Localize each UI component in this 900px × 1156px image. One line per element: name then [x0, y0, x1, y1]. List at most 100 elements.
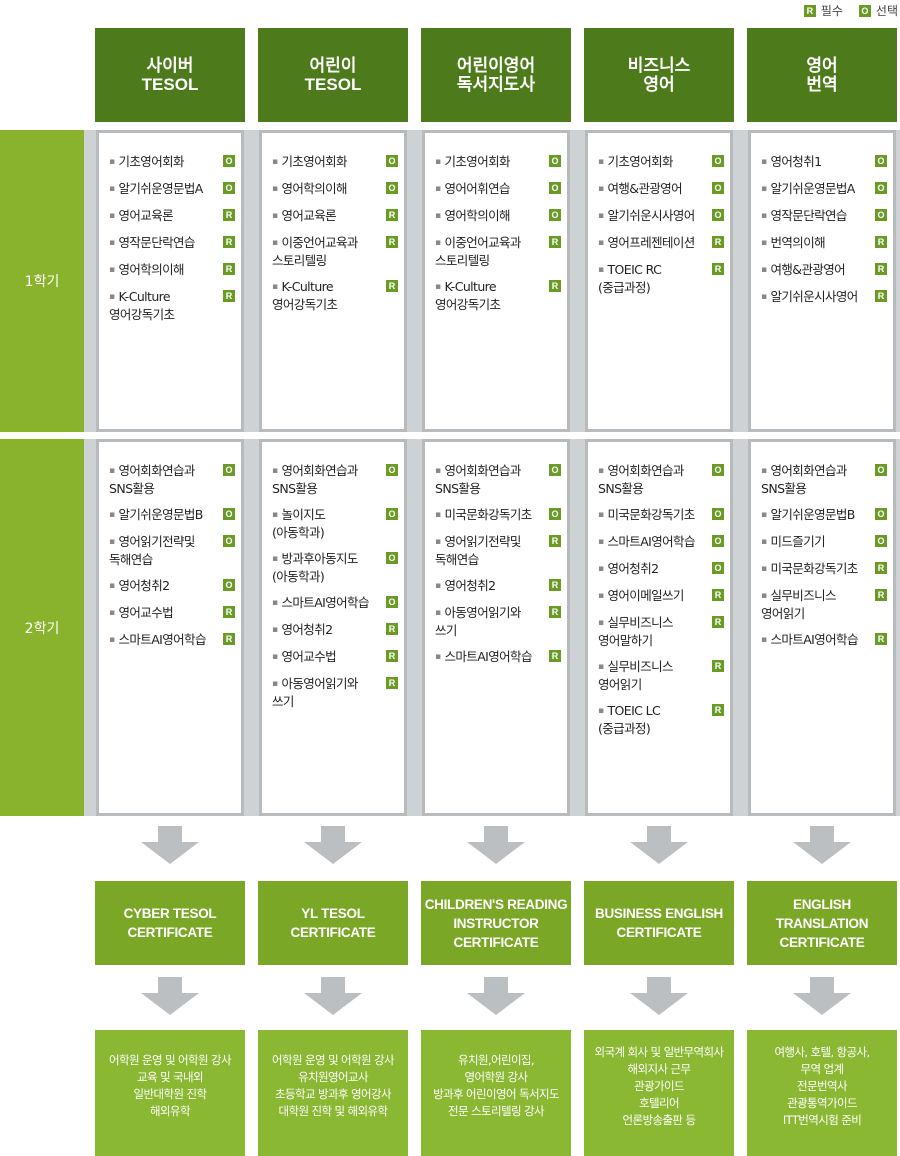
- semester1-course-list: 기초영어회화O영어어휘연습O영어학의이해O이중언어교육과 스토리텔링RK-Cul…: [422, 130, 570, 432]
- required-badge: R: [712, 660, 724, 672]
- career-text: 어학원 운영 및 어학원 강사 유치원영어교사 초등학교 방과후 영어강사 대학…: [271, 1053, 395, 1118]
- required-badge: R: [386, 236, 398, 248]
- course-name: 여행&관광영어: [761, 261, 873, 279]
- course-name: 영어프레젠테이션: [598, 234, 710, 252]
- required-badge: R: [223, 236, 235, 248]
- semester1-label: 1학기: [0, 130, 84, 432]
- required-badge: R: [549, 236, 561, 248]
- semester2-course-list: 영어회화연습과 SNS활용O미국문화강독기초O스마트AI영어학습O영어청취2O영…: [585, 439, 733, 816]
- certificate-box: BUSINESS ENGLISH CERTIFICATE: [584, 881, 734, 965]
- course-name: 영작문단락연습: [109, 234, 221, 252]
- course-name: 미드즐기기: [761, 533, 873, 551]
- course-name: 기초영어회화: [109, 153, 221, 171]
- course-name: 알기쉬운영문법A: [761, 180, 873, 198]
- required-badge: R: [386, 623, 398, 635]
- optional-badge: O: [386, 596, 398, 608]
- course-name: 실무비즈니스 영어말하기: [598, 614, 710, 649]
- optional-badge: O: [875, 182, 887, 194]
- optional-badge: O: [223, 464, 235, 476]
- track-header: 어린이영어 독서지도사: [421, 28, 571, 122]
- certificate-box: CYBER TESOL CERTIFICATE: [95, 881, 245, 965]
- arrow-tip: [793, 842, 851, 864]
- course-name: 스마트AI영어학습: [272, 594, 384, 612]
- course-item: 방과후아동지도 (아동학과)O: [272, 550, 398, 585]
- legend-optional: O 선택: [858, 2, 898, 19]
- optional-badge: O: [712, 155, 724, 167]
- course-name: 영어청취2: [272, 621, 384, 639]
- arrow-tip: [304, 993, 362, 1015]
- course-name: 기초영어회화: [272, 153, 384, 171]
- semester1-course-list: 기초영어회화O여행&관광영어O알기쉬운시사영어O영어프레젠테이션RTOEIC R…: [585, 130, 733, 432]
- course-name: 영어학의이해: [109, 261, 221, 279]
- arrow-tip: [141, 993, 199, 1015]
- course-name: 영어청취1: [761, 153, 873, 171]
- semester2-course-list: 영어회화연습과 SNS활용O알기쉬운영문법BO미드즐기기O미국문화강독기초R실무…: [748, 439, 896, 816]
- track-header: 비즈니스 영어: [584, 28, 734, 122]
- course-name: 방과후아동지도 (아동학과): [272, 550, 384, 585]
- career-text: 외국계 회사 및 일반무역회사 해외지사 근무 관광가이드 호텔리어 언론방송출…: [594, 1044, 725, 1127]
- course-name: 번역의이해: [761, 234, 873, 252]
- course-name: TOEIC LC (중급과정): [598, 702, 710, 737]
- course-name: 이중언어교육과 스토리텔링: [272, 234, 384, 269]
- course-name: 영작문단락연습: [761, 207, 873, 225]
- optional-badge: O: [858, 4, 871, 17]
- required-badge: R: [223, 290, 235, 302]
- optional-badge: O: [712, 562, 724, 574]
- track-header: 어린이 TESOL: [258, 28, 408, 122]
- optional-badge: O: [386, 464, 398, 476]
- course-name: 여행&관광영어: [598, 180, 710, 198]
- optional-badge: O: [875, 464, 887, 476]
- optional-badge: O: [386, 155, 398, 167]
- required-badge: R: [386, 280, 398, 292]
- arrow-shaft: [158, 977, 182, 993]
- legend-required: R 필수: [803, 2, 843, 19]
- course-name: TOEIC RC (중급과정): [598, 261, 710, 296]
- optional-badge: O: [875, 535, 887, 547]
- required-badge: R: [875, 633, 887, 645]
- required-badge: R: [875, 290, 887, 302]
- certificate-box: YL TESOL CERTIFICATE: [258, 881, 408, 965]
- optional-badge: O: [223, 155, 235, 167]
- optional-badge: O: [549, 182, 561, 194]
- required-badge: R: [875, 562, 887, 574]
- required-badge: R: [549, 650, 561, 662]
- course-name: 영어학의이해: [435, 207, 547, 225]
- arrow-tip: [630, 842, 688, 864]
- semester1-course-list: 기초영어회화O영어학의이해O영어교육론R이중언어교육과 스토리텔링RK-Cult…: [259, 130, 407, 432]
- required-badge: R: [712, 589, 724, 601]
- career-box: 어학원 운영 및 어학원 강사 교육 및 국내외 일반대학원 진학 해외유학: [95, 1030, 245, 1156]
- optional-label: 선택: [875, 4, 898, 18]
- required-badge: R: [549, 579, 561, 591]
- career-text: 유치원,어린이집, 영어학원 강사 방과후 어린이영어 독서지도 전문 스토리텔…: [433, 1053, 559, 1118]
- required-badge: R: [549, 606, 561, 618]
- track-header: 사이버 TESOL: [95, 28, 245, 122]
- semester1-course-list: 기초영어회화O알기쉬운영문법AO영어교육론R영작문단락연습R영어학의이해RK-C…: [96, 130, 244, 432]
- course-name: 스마트AI영어학습: [109, 631, 221, 649]
- arrow-tip: [467, 993, 525, 1015]
- course-name: 아동영어읽기와 쓰기: [435, 604, 547, 639]
- optional-badge: O: [549, 155, 561, 167]
